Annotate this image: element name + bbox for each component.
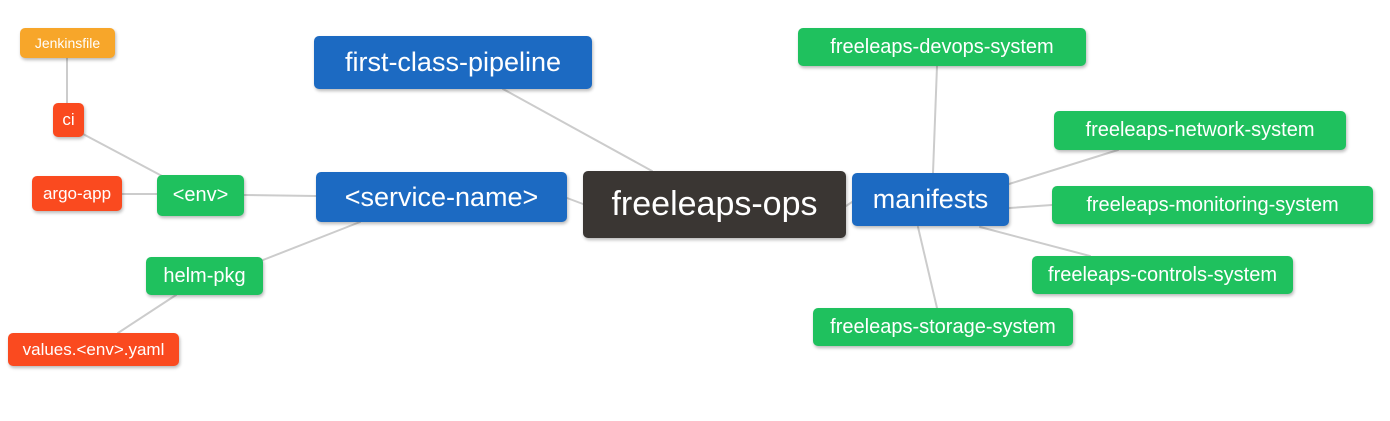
edge-manifests-devops: [932, 65, 938, 174]
node-jenkinsfile[interactable]: Jenkinsfile: [20, 28, 115, 58]
node-env[interactable]: <env>: [157, 175, 244, 216]
node-manifests[interactable]: manifests: [852, 173, 1009, 226]
edge-ops-manifests: [845, 201, 853, 207]
edge-manifests-storage: [917, 226, 938, 309]
node-service-name[interactable]: <service-name>: [316, 172, 567, 222]
node-freeleaps-devops-system[interactable]: freeleaps-devops-system: [798, 28, 1086, 66]
node-freeleaps-storage-system[interactable]: freeleaps-storage-system: [813, 308, 1073, 346]
edge-service-name-ops: [566, 197, 584, 205]
node-freeleaps-monitoring-system[interactable]: freeleaps-monitoring-system: [1052, 186, 1373, 224]
node-first-class-pipeline[interactable]: first-class-pipeline: [314, 36, 592, 89]
edge-helm-pkg-service-name: [262, 221, 361, 261]
edge-manifests-controls: [979, 226, 1091, 257]
node-helm-pkg[interactable]: helm-pkg: [146, 257, 263, 295]
edge-manifests-network: [1008, 149, 1119, 185]
node-freeleaps-controls-system[interactable]: freeleaps-controls-system: [1032, 256, 1293, 294]
edge-env-service-name: [243, 194, 317, 197]
node-values-env-yaml[interactable]: values.<env>.yaml: [8, 333, 179, 366]
node-freeleaps-network-system[interactable]: freeleaps-network-system: [1054, 111, 1346, 150]
node-argo-app[interactable]: argo-app: [32, 176, 122, 211]
edge-pipeline-freeleaps-ops: [502, 88, 653, 172]
node-freeleaps-ops[interactable]: freeleaps-ops: [583, 171, 846, 238]
edge-ci-env: [82, 133, 163, 177]
edge-values-helm-pkg: [117, 294, 177, 334]
edge-manifests-monitoring: [1008, 204, 1053, 209]
node-ci[interactable]: ci: [53, 103, 84, 137]
